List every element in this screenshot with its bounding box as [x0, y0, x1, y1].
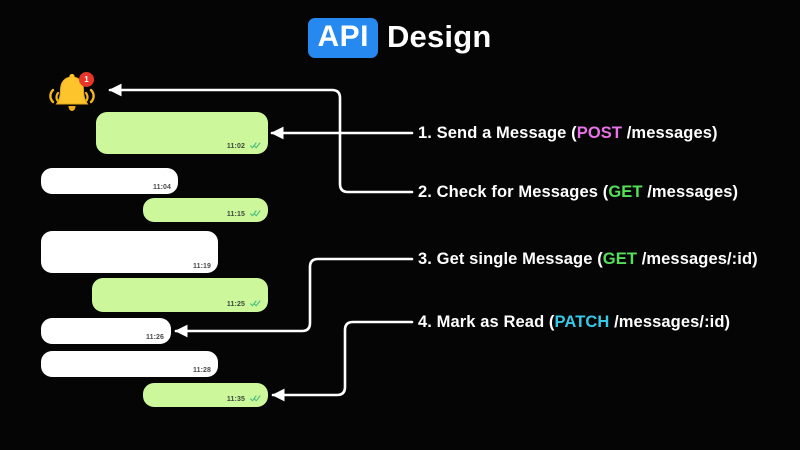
bubble-time: 11:04 — [152, 184, 171, 191]
annotation-2-label: Check for Messages ( — [436, 183, 609, 201]
chat-bubble-incoming-1126[interactable]: 11:26 — [41, 318, 171, 344]
chat-bubble-outgoing-1135[interactable]: 11:35 — [143, 383, 268, 407]
bubble-meta: 11:26 — [146, 334, 164, 341]
bubble-time: 11:35 — [226, 396, 245, 403]
bubble-time: 11:25 — [226, 301, 245, 308]
title-word: Design — [386, 19, 492, 55]
bubble-time: 11:02 — [226, 143, 245, 150]
annotation-3-method: GET — [602, 250, 638, 268]
annotation-3-number: 3. — [418, 250, 432, 268]
bubble-time: 11:26 — [145, 334, 164, 341]
chat-bubble-outgoing-1115[interactable]: 11:15 — [143, 198, 268, 222]
bubble-meta: 11:02 — [227, 142, 261, 151]
bubble-time: 11:15 — [226, 211, 245, 218]
bubble-meta: 11:04 — [153, 184, 171, 191]
chat-bubble-incoming-1104[interactable]: 11:04 — [41, 168, 178, 194]
annotation-3: 3. Get single Message (GET /messages/:id… — [418, 251, 758, 268]
annotation-4: 4. Mark as Read (PATCH /messages/:id) — [418, 314, 730, 331]
annotation-3-label: Get single Message ( — [436, 250, 603, 268]
bubble-meta: 11:19 — [193, 263, 211, 270]
bubble-time: 11:19 — [192, 263, 211, 270]
bubble-meta: 11:15 — [227, 210, 261, 219]
annotation-2-path: /messages) — [642, 183, 739, 201]
annotation-1-label: Send a Message ( — [436, 124, 577, 142]
chat-bubble-incoming-1128[interactable]: 11:28 — [41, 351, 218, 377]
api-badge: API — [308, 18, 378, 58]
annotation-4-number: 4. — [418, 313, 432, 331]
bubble-time: 11:28 — [192, 367, 211, 374]
annotation-2: 2. Check for Messages (GET /messages) — [418, 184, 738, 201]
annotation-4-method: PATCH — [554, 313, 610, 331]
notification-bell[interactable]: 1 — [44, 70, 100, 118]
read-receipt-icon — [249, 210, 261, 219]
annotation-1-number: 1. — [418, 124, 432, 142]
bubble-meta: 11:35 — [227, 395, 261, 404]
read-receipt-icon — [249, 300, 261, 309]
read-receipt-icon — [249, 142, 261, 151]
annotation-2-number: 2. — [418, 183, 432, 201]
annotation-1-method: POST — [576, 124, 623, 142]
bubble-meta: 11:28 — [193, 367, 211, 374]
bell-badge-count: 1 — [79, 72, 94, 87]
connector-4-to-bubble-1135 — [271, 320, 414, 402]
annotation-4-label: Mark as Read ( — [436, 313, 555, 331]
annotation-3-path: /messages/:id) — [637, 250, 758, 268]
annotation-1: 1. Send a Message (POST /messages) — [418, 125, 718, 142]
chat-bubble-incoming-1119[interactable]: 11:19 — [41, 231, 218, 273]
annotation-2-method: GET — [608, 183, 643, 201]
annotation-4-path: /messages/:id) — [609, 313, 731, 331]
annotation-1-path: /messages) — [622, 124, 718, 142]
bubble-meta: 11:25 — [227, 300, 261, 309]
chat-bubble-outgoing-1102[interactable]: 11:02 — [96, 112, 268, 154]
read-receipt-icon — [249, 395, 261, 404]
chat-bubble-outgoing-1125[interactable]: 11:25 — [92, 278, 268, 312]
